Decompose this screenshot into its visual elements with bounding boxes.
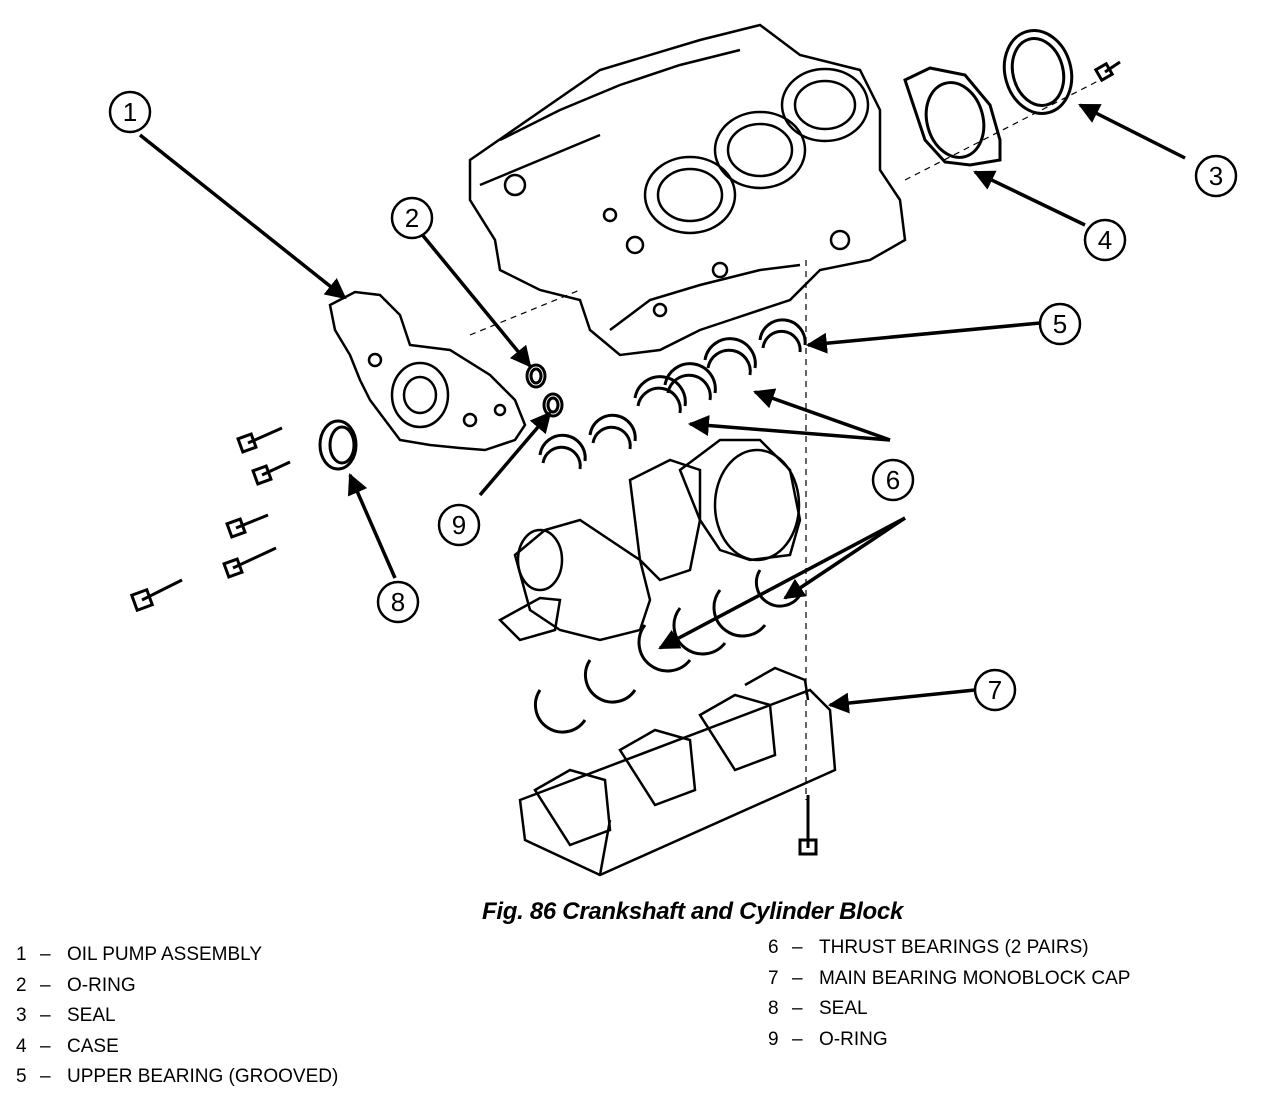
legend-item: 4 – CASE bbox=[16, 1032, 338, 1063]
callout-7: 7 bbox=[988, 675, 1002, 705]
legend-label: O-RING bbox=[819, 1028, 888, 1050]
legend-dash: – bbox=[792, 1028, 803, 1050]
legend-item: 3 – SEAL bbox=[16, 1001, 338, 1032]
legend-number: 4 bbox=[16, 1035, 27, 1057]
legend-number: 3 bbox=[16, 1005, 27, 1026]
front-seal bbox=[318, 419, 358, 471]
legend-label: MAIN BEARING MONOBLOCK CAP bbox=[819, 967, 1131, 989]
legend-number: 5 bbox=[16, 1066, 27, 1087]
legend-item: 1 – OIL PUMP ASSEMBLY bbox=[16, 940, 338, 971]
legend-number: 6 bbox=[768, 937, 779, 958]
legend-label: CASE bbox=[67, 1035, 119, 1057]
main-bearing-monoblock-cap bbox=[518, 666, 837, 877]
leader-arrows bbox=[138, 103, 1186, 714]
rear-seal bbox=[1002, 29, 1074, 115]
legend-number: 9 bbox=[768, 1028, 779, 1050]
callout-circles bbox=[108, 90, 1238, 712]
callout-9: 9 bbox=[452, 510, 466, 540]
legend-item: 8 – SEAL bbox=[768, 994, 1130, 1025]
legend-label: THRUST BEARINGS (2 PAIRS) bbox=[819, 937, 1089, 958]
legend-label: O-RING bbox=[67, 974, 136, 996]
callout-6: 6 bbox=[886, 465, 900, 495]
legend-label: OIL PUMP ASSEMBLY bbox=[67, 944, 263, 965]
legend-dash: – bbox=[40, 1066, 51, 1087]
legend-number: 7 bbox=[768, 967, 779, 989]
legend-label: UPPER BEARING (GROOVED) bbox=[67, 1066, 339, 1087]
bearing-shells bbox=[533, 318, 807, 734]
legend-number: 2 bbox=[16, 974, 27, 996]
legend-dash: – bbox=[40, 1035, 51, 1057]
legend-item: 2 – O-RING bbox=[16, 971, 338, 1002]
crankshaft bbox=[497, 438, 802, 642]
oil-pump-assembly bbox=[328, 290, 527, 452]
legend-number: 1 bbox=[16, 944, 27, 965]
legend-dash: – bbox=[40, 1005, 51, 1026]
cylinder-block bbox=[468, 23, 907, 357]
callout-1: 1 bbox=[123, 97, 137, 127]
legend-item: 9 – O-RING bbox=[768, 1025, 1130, 1056]
callout-numbers: 1 2 3 4 5 6 7 8 9 bbox=[123, 97, 1223, 705]
callout-3: 3 bbox=[1209, 161, 1223, 191]
legend-left: 1 – OIL PUMP ASSEMBLY 2 – O-RING 3 – SEA… bbox=[16, 940, 338, 1093]
legend-label: SEAL bbox=[67, 1005, 116, 1026]
callout-4: 4 bbox=[1098, 225, 1112, 255]
callout-2: 2 bbox=[405, 203, 419, 233]
callout-8: 8 bbox=[391, 587, 405, 617]
legend-label: SEAL bbox=[819, 998, 868, 1019]
legend-dash: – bbox=[792, 967, 803, 989]
exploded-view-drawing: 1 2 3 4 5 6 7 8 9 bbox=[108, 23, 1238, 877]
legend-item: 5 – UPPER BEARING (GROOVED) bbox=[16, 1062, 338, 1093]
legend-dash: – bbox=[792, 998, 803, 1019]
legend-dash: – bbox=[40, 974, 51, 996]
legend-number: 8 bbox=[768, 998, 779, 1019]
seal-case bbox=[903, 66, 1002, 167]
legend-item: 6 – THRUST BEARINGS (2 PAIRS) bbox=[768, 933, 1130, 964]
o-ring bbox=[542, 392, 564, 418]
legend-dash: – bbox=[792, 937, 803, 958]
legend-dash: – bbox=[40, 944, 51, 965]
bolts bbox=[129, 60, 1121, 856]
callout-5: 5 bbox=[1053, 309, 1067, 339]
legend-item: 7 – MAIN BEARING MONOBLOCK CAP bbox=[768, 964, 1130, 995]
legend-right: 6 – THRUST BEARINGS (2 PAIRS) 7 – MAIN B… bbox=[768, 933, 1130, 1055]
o-ring bbox=[525, 363, 547, 389]
figure-caption: Fig. 86 Crankshaft and Cylinder Block bbox=[482, 898, 904, 925]
